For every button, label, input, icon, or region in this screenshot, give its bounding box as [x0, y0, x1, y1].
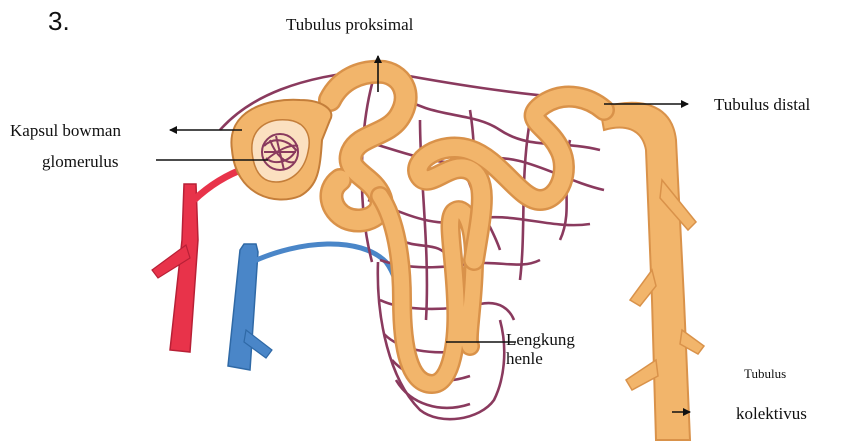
- label-henle: henle: [506, 350, 543, 367]
- collecting-duct: [600, 103, 704, 440]
- label-tubulus: Tubulus: [744, 367, 786, 380]
- label-tubulus-distal: Tubulus distal: [714, 96, 810, 113]
- label-glomerulus: glomerulus: [42, 153, 119, 170]
- label-lengkung: Lengkung: [506, 331, 575, 348]
- label-tubulus-proksimal: Tubulus proksimal: [286, 16, 413, 33]
- question-number: 3.: [48, 8, 70, 34]
- label-kapsul-bowman: Kapsul bowman: [10, 122, 121, 139]
- label-kolektivus: kolektivus: [736, 405, 807, 422]
